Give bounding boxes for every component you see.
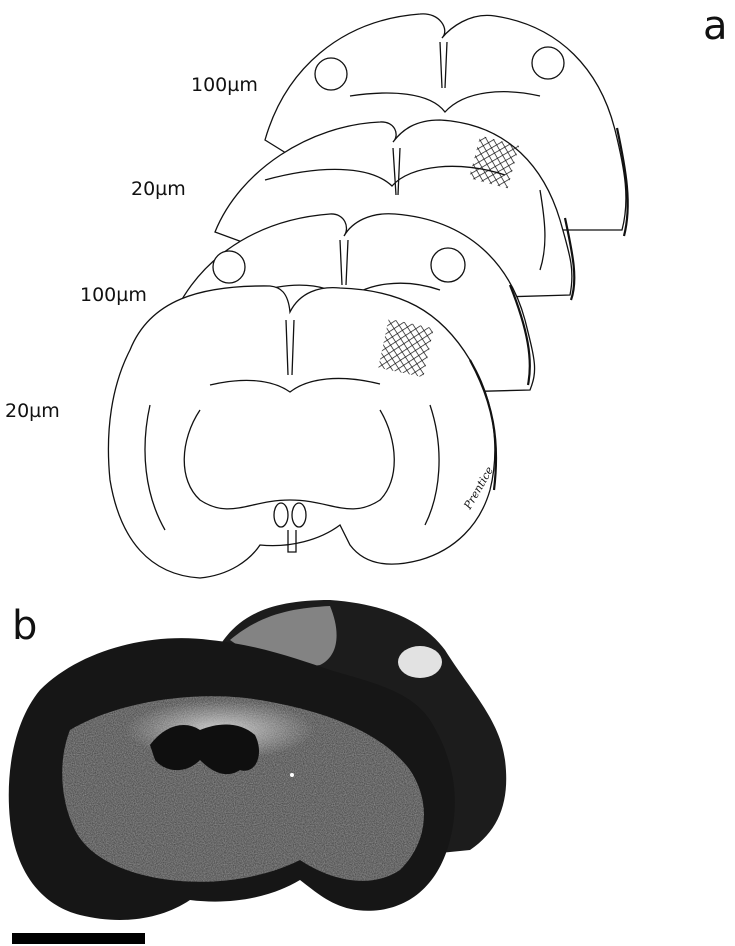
section-4-drawing: Prentice bbox=[108, 286, 496, 578]
panel-b-letter: b bbox=[12, 606, 37, 646]
scale-bar bbox=[12, 933, 145, 944]
panel-a-diagram: Prentice bbox=[0, 0, 735, 600]
